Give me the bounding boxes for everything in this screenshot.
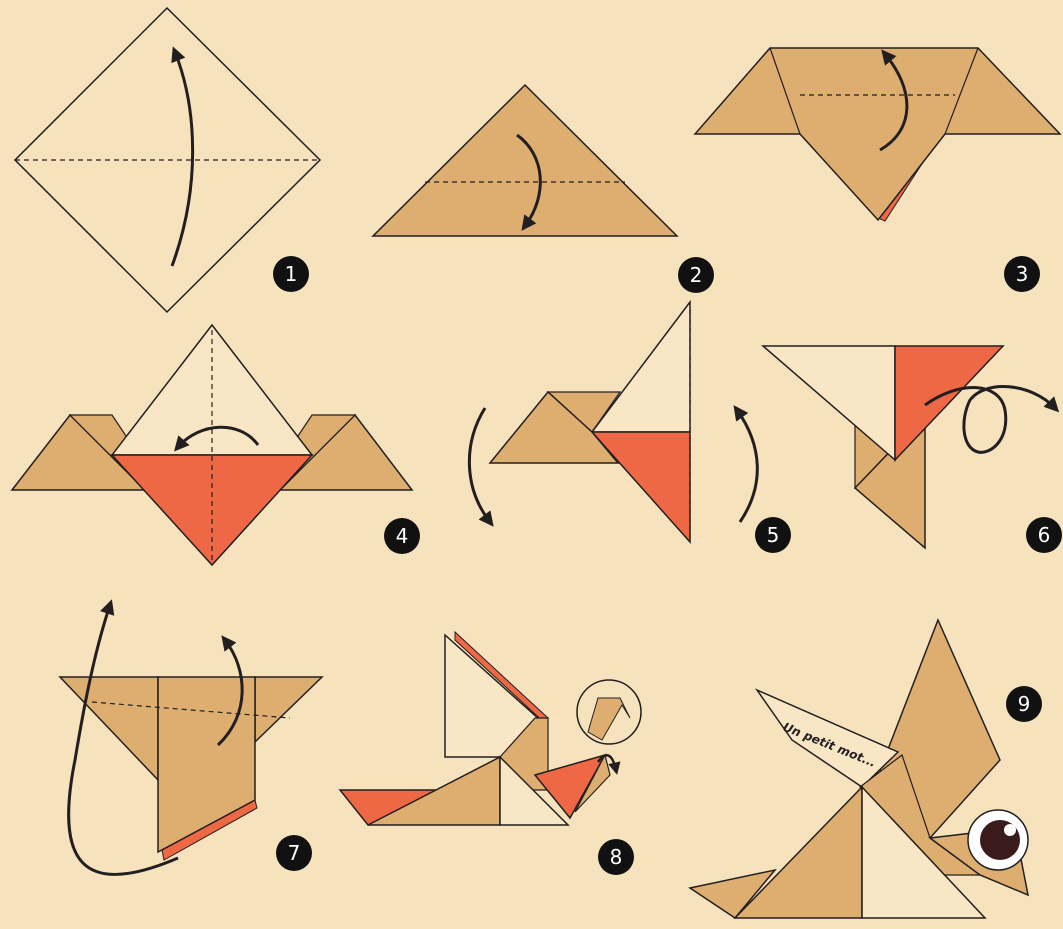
step-1-diagram: [15, 8, 320, 312]
step-number-6: 6: [1038, 523, 1051, 547]
step-2-diagram: [373, 85, 677, 236]
step-5-left-arrow: [469, 408, 490, 522]
step-number-5: 5: [767, 523, 780, 547]
step-1-fold-arrow: [172, 52, 193, 266]
step-badge-9: 9: [1006, 686, 1042, 722]
step-number-8: 8: [610, 845, 623, 869]
step-badge-2: 2: [678, 257, 714, 293]
step-number-4: 4: [396, 524, 409, 548]
step-number-7: 7: [288, 841, 301, 865]
step-9-body: [735, 787, 862, 918]
step-9-eye-highlight: [1004, 824, 1016, 836]
step-number-1: 1: [285, 262, 298, 286]
step-4-light-triangle: [112, 325, 312, 455]
step-badge-4: 4: [384, 518, 420, 554]
step-7-right-wing: [255, 677, 322, 742]
step-badge-6: 6: [1026, 517, 1062, 553]
step-number-3: 3: [1016, 262, 1029, 286]
step-4-diagram: [12, 325, 412, 565]
step-5-light-triangle: [592, 302, 690, 432]
step-6-diagram: [763, 346, 1055, 548]
step-5-right-arrow: [737, 410, 757, 522]
step-9-diagram: Un petit mot...: [690, 620, 1028, 918]
step-number-9: 9: [1018, 692, 1031, 716]
step-6-red-triangle: [895, 346, 1003, 460]
step-badge-7: 7: [276, 835, 312, 871]
step-badge-8: 8: [598, 839, 634, 875]
step-2-triangle-paper: [373, 85, 677, 236]
step-7-diagram: [60, 605, 322, 875]
step-3-main-paper: [695, 48, 1060, 220]
step-3-diagram: [695, 48, 1060, 221]
step-number-2: 2: [690, 263, 703, 287]
step-8-diagram: [340, 632, 641, 825]
step-badge-5: 5: [755, 517, 791, 553]
step-6-light-triangle: [763, 346, 895, 460]
step-badge-1: 1: [273, 256, 309, 292]
step-5-diagram: [469, 302, 757, 542]
step-badge-3: 3: [1004, 256, 1040, 292]
